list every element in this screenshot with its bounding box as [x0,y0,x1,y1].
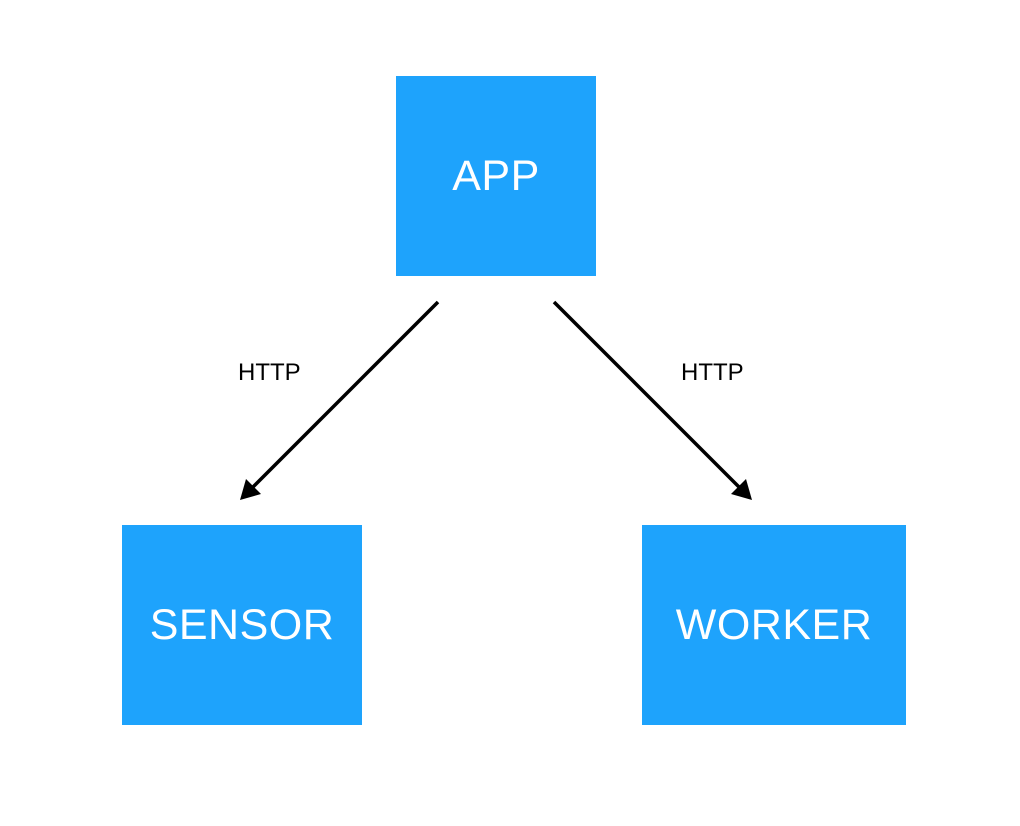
edge-app-to-sensor-label: HTTP [238,359,301,386]
node-app: APP [396,76,596,276]
node-app-label: APP [452,151,540,200]
edge-app-to-worker-line [552,300,743,491]
edge-app-to-worker-label: HTTP [681,359,744,386]
node-worker-label: WORKER [675,600,873,649]
edge-app-to-worker-arrowhead-icon [731,479,752,500]
node-sensor: SENSOR [122,525,362,725]
node-sensor-label: SENSOR [149,600,335,649]
edge-app-to-sensor-arrowhead-icon [240,479,261,500]
edge-app-to-sensor-line [249,300,440,491]
node-worker: WORKER [642,525,906,725]
